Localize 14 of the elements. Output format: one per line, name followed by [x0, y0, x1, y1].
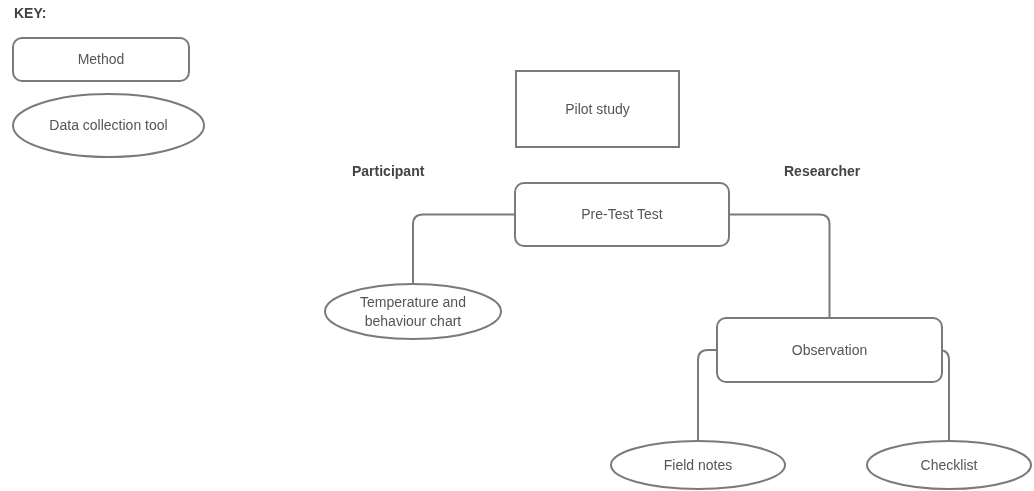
- column-heading: Participant: [352, 163, 425, 179]
- column-heading: Researcher: [784, 163, 861, 179]
- tool-ellipse: Temperature and behaviour chart: [324, 283, 502, 340]
- connector-line: [412, 213, 515, 284]
- connector-line: [697, 349, 717, 441]
- connector-line: [729, 213, 831, 318]
- tool-ellipse: Checklist: [866, 440, 1032, 490]
- legend-ellipse: Data collection tool: [12, 93, 205, 158]
- process-box: Pilot study: [515, 70, 680, 148]
- tool-ellipse: Field notes: [610, 440, 786, 490]
- legend-box: Method: [12, 37, 190, 82]
- key-heading: KEY:: [14, 5, 47, 21]
- method-box: Pre-Test Test: [514, 182, 730, 247]
- method-box: Observation: [716, 317, 943, 383]
